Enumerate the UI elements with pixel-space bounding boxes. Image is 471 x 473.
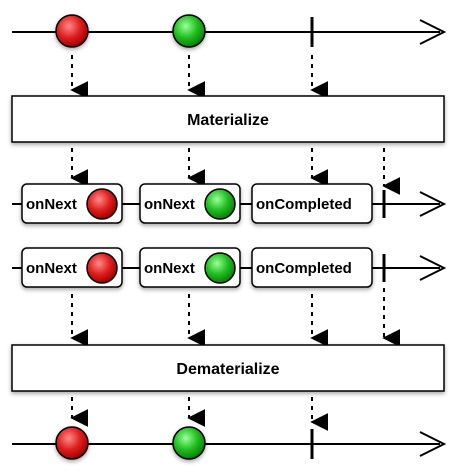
output-green-item [172,426,206,460]
notification-green-item [204,252,236,284]
materialized-notification-onnext-red: onNext [21,183,123,224]
input-notification-onnext-red: onNext [21,247,123,288]
source-timeline [12,14,447,48]
source-green-item [172,14,206,48]
source-red-item [55,14,89,48]
notification-label: onNext [144,260,195,277]
materialized-timeline-arrowhead [419,191,447,217]
materialize-operator: Materialize [11,95,445,143]
notification-label: onCompleted [256,196,352,213]
materialize-label: Materialize [187,112,269,129]
dematerialize-label: Dematerialize [176,361,279,378]
notification-timeline-arrowhead [419,255,447,281]
notification-red-item [86,188,118,220]
notification-label: onNext [26,260,77,277]
notification-box [251,247,373,288]
materialized-timeline: onNext onNext onCompleted [12,183,447,224]
notification-label: onNext [144,196,195,213]
output-timeline [12,426,447,460]
source-timeline-arrowhead [419,19,447,45]
arrows-out-of-materialize [70,148,401,195]
dematerialize-operator: Dematerialize [11,344,445,392]
output-timeline-arrowhead [419,431,447,457]
materialized-notification-oncompleted: onCompleted [251,183,373,224]
notification-red-item [86,252,118,284]
output-red-item [55,426,89,460]
materialized-notification-onnext-green: onNext [139,183,241,224]
notification-green-item [204,188,236,220]
arrows-out-of-dematerialize [70,397,329,431]
arrows-into-dematerialize [70,288,401,347]
dematerialize-box [11,344,445,392]
notification-label: onNext [26,196,77,213]
notification-timeline: onNext onNext onCompleted [12,247,447,288]
notification-box [251,183,373,224]
materialize-box [11,95,445,143]
input-notification-oncompleted: onCompleted [251,247,373,288]
arrows-into-materialize [70,55,329,99]
input-notification-onnext-green: onNext [139,247,241,288]
notification-label: onCompleted [256,260,352,277]
